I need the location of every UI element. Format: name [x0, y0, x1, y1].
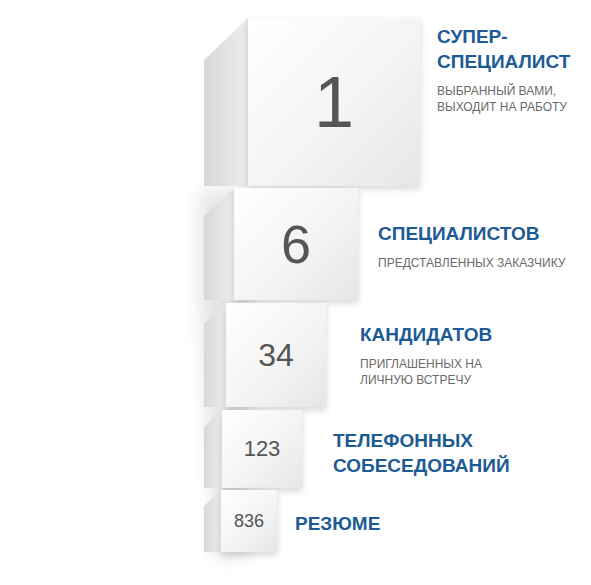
tier-label: РЕЗЮМЕ	[295, 511, 545, 536]
tier-heading: КАНДИДАТОВ	[360, 322, 495, 347]
stack-box: 123ТЕЛЕФОННЫХ СОБЕСЕДОВАНИЙ	[222, 410, 302, 488]
tier-label: СПЕЦИАЛИСТОВ ПРЕДСТАВЛЕННЫХ ЗАКАЗЧИКУ	[378, 221, 583, 271]
tier-note: ПРИГЛАШЕННЫХ НА ЛИЧНУЮ ВСТРЕЧУ	[360, 356, 495, 388]
tier-heading: РЕЗЮМЕ	[295, 511, 545, 536]
box-number: 836	[221, 490, 277, 552]
box-number: 34	[226, 303, 326, 407]
tier-label: ТЕЛЕФОННЫХ СОБЕСЕДОВАНИЙ	[333, 428, 583, 478]
tier-label: СУПЕР- СПЕЦИАЛИСТ ВЫБРАННЫЙ ВАМИ, ВЫХОДИТ…	[437, 24, 586, 116]
box-number: 1	[248, 18, 420, 186]
box-side-face	[204, 303, 226, 407]
stack-box: 34КАНДИДАТОВПРИГЛАШЕННЫХ НА ЛИЧНУЮ ВСТРЕ…	[226, 303, 326, 407]
tier-heading: СУПЕР- СПЕЦИАЛИСТ	[437, 24, 586, 74]
stack-box: 836РЕЗЮМЕ	[221, 490, 277, 552]
tier-heading: ТЕЛЕФОННЫХ СОБЕСЕДОВАНИЙ	[333, 428, 583, 478]
box-side-face	[204, 490, 221, 552]
box-side-face	[204, 188, 234, 300]
tier-label: КАНДИДАТОВ ПРИГЛАШЕННЫХ НА ЛИЧНУЮ ВСТРЕЧУ	[360, 322, 495, 388]
box-side-face	[204, 18, 248, 186]
stack-box: 6СПЕЦИАЛИСТОВПРЕДСТАВЛЕННЫХ ЗАКАЗЧИКУ	[234, 188, 358, 300]
box-side-face	[204, 410, 222, 488]
stack-box: 1СУПЕР- СПЕЦИАЛИСТВЫБРАННЫЙ ВАМИ, ВЫХОДИ…	[248, 18, 420, 186]
box-number: 6	[234, 188, 358, 300]
box-number: 123	[222, 410, 302, 488]
tier-note: ВЫБРАННЫЙ ВАМИ, ВЫХОДИТ НА РАБОТУ	[437, 83, 586, 115]
tier-heading: СПЕЦИАЛИСТОВ	[378, 221, 583, 246]
tier-note: ПРЕДСТАВЛЕННЫХ ЗАКАЗЧИКУ	[378, 255, 583, 271]
